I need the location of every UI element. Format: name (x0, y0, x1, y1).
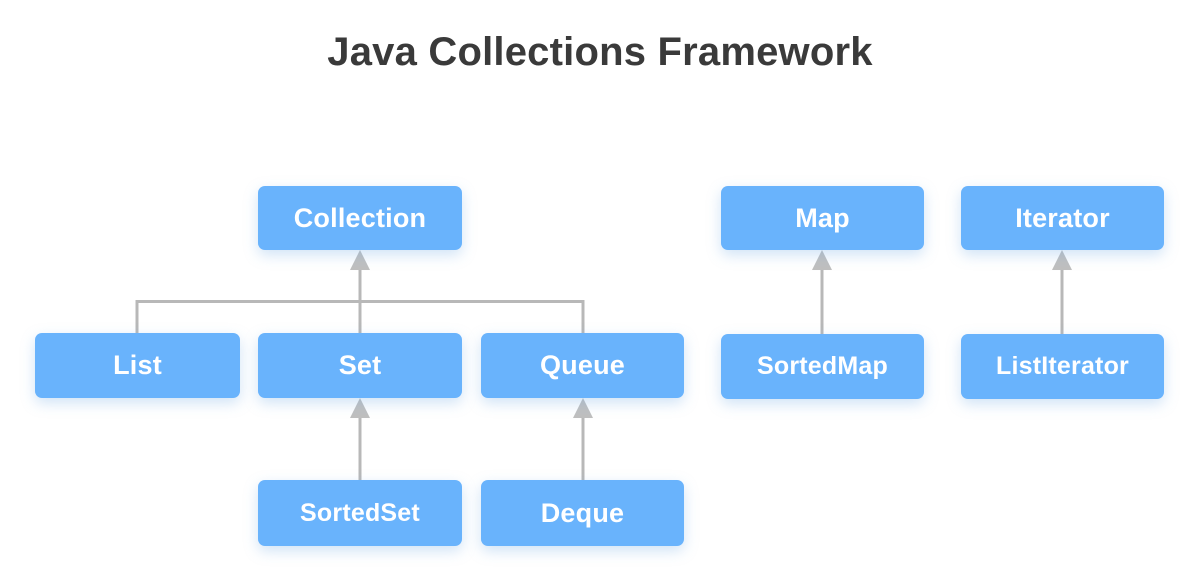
node-label-list: List (113, 350, 162, 380)
node-label-deque: Deque (540, 497, 625, 528)
node-sortedset[interactable]: SortedSet (258, 480, 462, 546)
node-set[interactable]: Set (258, 333, 462, 398)
node-label-set: Set (338, 350, 382, 380)
node-label-queue: Queue (539, 350, 626, 380)
node-listiterator[interactable]: ListIterator (961, 334, 1164, 399)
arrowhead-queue (573, 398, 593, 418)
arrowhead-collection (350, 250, 370, 270)
node-label-map: Map (795, 202, 850, 233)
node-label-sortedmap: SortedMap (757, 352, 888, 380)
node-label-listiterator: ListIterator (996, 352, 1129, 380)
node-label-iterator: Iterator (1015, 202, 1110, 233)
page-title: Java Collections Framework (327, 30, 873, 74)
node-iterator[interactable]: Iterator (961, 186, 1164, 250)
node-label-collection: Collection (293, 202, 427, 233)
node-map[interactable]: Map (721, 186, 924, 250)
node-sortedmap[interactable]: SortedMap (721, 334, 924, 399)
arrowhead-iterator (1052, 250, 1072, 270)
node-deque[interactable]: Deque (481, 480, 684, 546)
node-label-sortedset: SortedSet (300, 498, 420, 527)
node-collection[interactable]: Collection (258, 186, 462, 250)
arrowhead-map (812, 250, 832, 270)
arrowhead-set (350, 398, 370, 418)
node-queue[interactable]: Queue (481, 333, 684, 398)
node-list[interactable]: List (35, 333, 240, 398)
